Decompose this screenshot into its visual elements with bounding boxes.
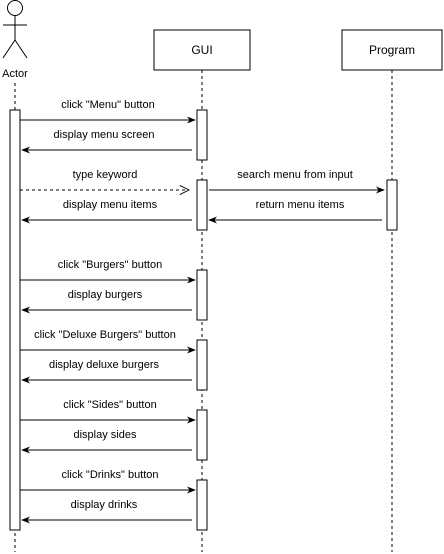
- message-label: click "Deluxe Burgers" button: [34, 329, 176, 341]
- message-label: click "Burgers" button: [58, 259, 162, 271]
- message-label: search menu from input: [237, 169, 353, 181]
- message-label: display drinks: [71, 499, 138, 511]
- message-label: display menu screen: [54, 129, 155, 141]
- message-label: display burgers: [68, 289, 143, 301]
- program-participant-box: [341, 29, 443, 71]
- actor-left-leg: [2, 39, 16, 59]
- program-activation-bar: [386, 179, 398, 231]
- gui-activation-bar: [196, 179, 208, 231]
- message-label: click "Sides" button: [63, 399, 156, 411]
- actor-head: [7, 0, 23, 16]
- message-label: return menu items: [256, 199, 345, 211]
- gui-participant-label: GUI: [191, 43, 212, 57]
- actor-activation-bar: [9, 109, 21, 531]
- actor-label: Actor: [2, 68, 28, 80]
- gui-activation-bar: [196, 339, 208, 391]
- actor-right-leg: [14, 39, 28, 59]
- gui-activation-bar: [196, 479, 208, 531]
- message-label: display menu items: [63, 199, 158, 211]
- message-label: click "Menu" button: [61, 99, 154, 111]
- message-label: display sides: [74, 429, 137, 441]
- gui-activation-bar: [196, 269, 208, 321]
- message-label: display deluxe burgers: [49, 359, 160, 371]
- message-label: type keyword: [73, 169, 138, 181]
- gui-participant-box: [153, 29, 251, 71]
- actor-figure: [2, 0, 28, 59]
- program-participant-label: Program: [369, 43, 415, 57]
- gui-activation-bar: [196, 409, 208, 461]
- gui-activation-bar: [196, 109, 208, 161]
- message-label: click "Drinks" button: [61, 469, 158, 481]
